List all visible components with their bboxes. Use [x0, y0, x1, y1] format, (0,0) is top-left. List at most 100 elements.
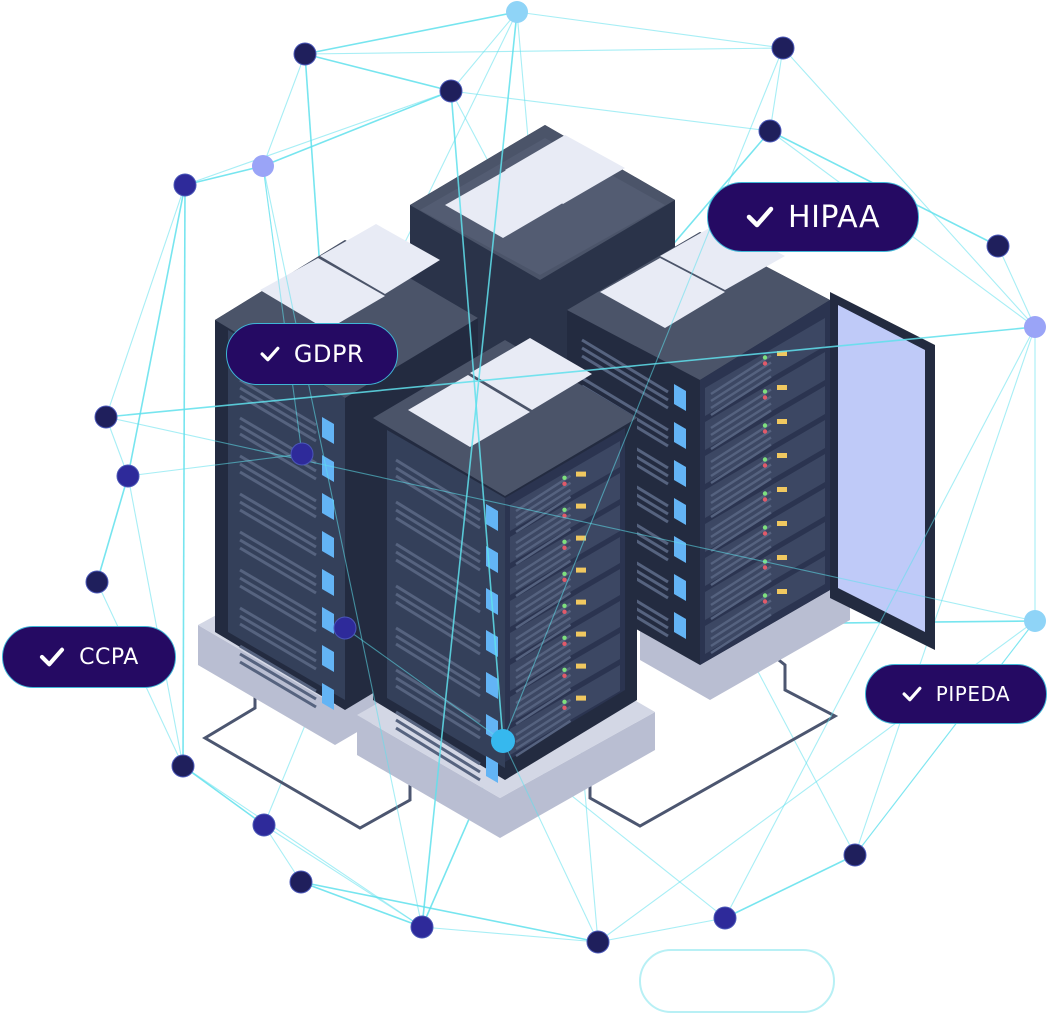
vent-line — [515, 634, 572, 673]
network-line — [421, 926, 599, 943]
vent-line — [515, 527, 572, 566]
vent-line — [395, 550, 481, 606]
vent-line — [515, 545, 572, 584]
vent-line — [395, 726, 481, 782]
network-line — [182, 765, 265, 826]
network-node — [586, 930, 610, 954]
network-line — [450, 90, 504, 742]
network-line — [105, 326, 1036, 418]
network-node — [1024, 610, 1046, 632]
vent-line — [710, 545, 772, 587]
vent-line — [395, 676, 481, 732]
vent-line — [395, 592, 481, 648]
status-led — [562, 475, 567, 480]
vent-line — [515, 481, 572, 520]
status-led — [562, 635, 567, 640]
network-line — [300, 881, 599, 943]
status-led — [777, 419, 787, 424]
vent-line — [395, 642, 481, 698]
vent-line — [710, 558, 772, 600]
status-led — [762, 355, 768, 360]
vent-line — [239, 606, 317, 655]
drive-light — [322, 645, 334, 672]
status-led — [762, 491, 768, 496]
vent-line — [710, 375, 772, 417]
vent-line — [710, 429, 772, 471]
vent-line — [239, 462, 317, 511]
vent-line — [395, 474, 481, 530]
status-led — [562, 507, 567, 512]
status-led — [576, 631, 586, 637]
vent-line — [515, 559, 572, 598]
vent-line — [710, 368, 772, 410]
vent-line — [239, 546, 317, 595]
drive-light — [322, 607, 334, 634]
status-led — [562, 699, 567, 704]
network-line — [105, 184, 186, 418]
vent-line — [710, 490, 772, 532]
check-icon — [902, 686, 922, 702]
status-led — [762, 565, 768, 570]
vent-line — [239, 386, 317, 435]
vent-line — [710, 463, 772, 505]
drive-light — [322, 417, 334, 444]
vent-line — [710, 511, 772, 553]
pipeda-label: PIPEDA — [935, 682, 1011, 706]
drive-light — [674, 498, 686, 525]
vent-line — [239, 492, 317, 541]
network-line — [597, 917, 726, 943]
vent-line — [710, 613, 772, 655]
vent-line — [239, 538, 317, 587]
vent-line — [581, 376, 669, 432]
status-led — [762, 525, 768, 530]
drive-light — [322, 569, 334, 596]
vent-line — [239, 530, 317, 579]
network-line — [769, 47, 784, 132]
ccpa-badge: CCPA — [2, 626, 176, 688]
vent-line — [515, 698, 572, 737]
vent-line — [239, 660, 317, 709]
vent-line — [395, 710, 481, 766]
vent-line — [515, 673, 572, 712]
vent-line — [239, 652, 317, 701]
network-line — [182, 765, 423, 928]
status-led — [762, 599, 768, 604]
network-line — [262, 90, 452, 167]
vent-line — [515, 712, 572, 751]
network-line — [105, 416, 1036, 622]
vent-line — [239, 622, 317, 671]
drive-light — [486, 504, 498, 531]
vent-line — [395, 584, 481, 640]
network-line — [854, 326, 1036, 856]
server-rack-front — [357, 338, 655, 838]
vent-line — [515, 591, 572, 630]
drive-light — [674, 574, 686, 601]
network-line — [184, 165, 264, 186]
network-line — [96, 475, 129, 583]
vent-line — [581, 354, 669, 410]
network-line — [263, 824, 423, 928]
status-led — [576, 471, 586, 477]
vent-line — [395, 542, 481, 598]
vent-line — [515, 520, 572, 559]
vent-line — [710, 572, 772, 614]
vent-line — [515, 513, 572, 552]
status-led — [762, 457, 768, 462]
vent-line — [515, 609, 572, 648]
network-node — [173, 173, 197, 197]
drive-light — [486, 672, 498, 699]
network-node — [506, 1, 528, 23]
status-led — [562, 571, 567, 576]
status-led — [762, 593, 768, 598]
status-led — [562, 705, 567, 710]
vent-line — [710, 402, 772, 444]
network-node — [252, 813, 276, 837]
drive-light — [674, 384, 686, 411]
vent-line — [515, 495, 572, 534]
network-node — [771, 36, 795, 60]
network-line — [724, 326, 1036, 919]
vent-line — [515, 488, 572, 527]
check-icon — [260, 346, 280, 362]
ccpa-label: CCPA — [79, 644, 139, 670]
